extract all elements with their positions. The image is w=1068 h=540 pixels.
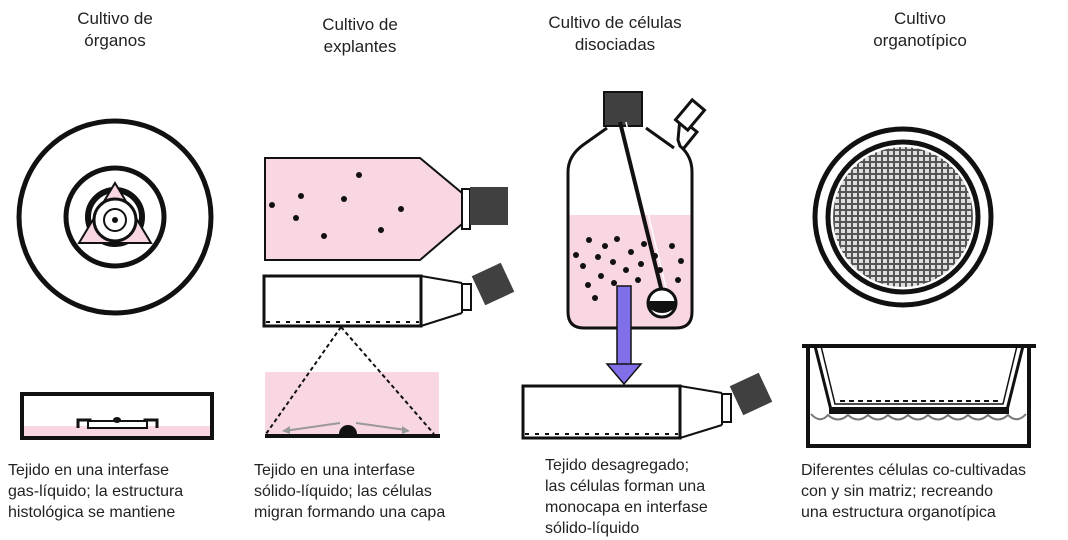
explant-flask-upright (264, 157, 508, 261)
caption-line: Tejido desagregado; (545, 457, 690, 474)
title-line: disociadas (574, 35, 656, 54)
caption-line: sólido-líquido (545, 520, 640, 537)
caption-explant-culture: Tejido en una interfase sólido-líquido; … (254, 460, 445, 523)
caption-line: Diferentes células co-cultivadas (801, 462, 1026, 479)
organ-culture-dish-side-view (20, 392, 214, 440)
caption-dissociated-cell-culture: Tejido desagregado; las células forman u… (545, 455, 708, 539)
transfer-arrow (605, 285, 643, 386)
spinner-flask (566, 91, 707, 330)
caption-line: Tejido en una interfase (8, 462, 169, 479)
title-organotypic-culture: Cultivo organotípico (845, 8, 995, 52)
title-line: Cultivo de (77, 9, 153, 28)
caption-line: sólido-líquido; las células (254, 483, 432, 500)
caption-line: histológica se mantiene (8, 504, 176, 521)
title-line: Cultivo de células (548, 13, 682, 32)
caption-line: monocapa en interfase (545, 499, 708, 516)
title-dissociated-cell-culture: Cultivo de células disociadas (515, 12, 715, 56)
organ-culture-dish-top-view (16, 118, 214, 316)
caption-line: gas-líquido; la estructura (8, 483, 184, 500)
organotypic-insert-side-view (802, 344, 1036, 448)
title-line: explantes (323, 37, 397, 56)
explant-flask-lying (262, 262, 515, 328)
title-explant-culture: Cultivo de explantes (285, 14, 435, 58)
explant-zoom-view (265, 326, 440, 438)
title-line: Cultivo de (322, 15, 398, 34)
caption-line: una estructura organotípica (801, 504, 996, 521)
caption-organotypic-culture: Diferentes células co-cultivadas con y s… (801, 460, 1026, 523)
caption-line: migran formando una capa (254, 504, 446, 521)
title-line: Cultivo (894, 9, 946, 28)
caption-line: las células forman una (545, 478, 706, 495)
organotypic-insert-top-view (812, 126, 994, 308)
dissociated-flask-lying (521, 372, 773, 440)
caption-organ-culture: Tejido en una interfase gas-líquido; la … (8, 460, 183, 523)
title-organ-culture: Cultivo de órganos (40, 8, 190, 52)
caption-line: Tejido en una interfase (254, 462, 415, 479)
caption-line: con y sin matriz; recreando (801, 483, 994, 500)
title-line: organotípico (873, 31, 967, 50)
title-line: órganos (84, 31, 146, 50)
